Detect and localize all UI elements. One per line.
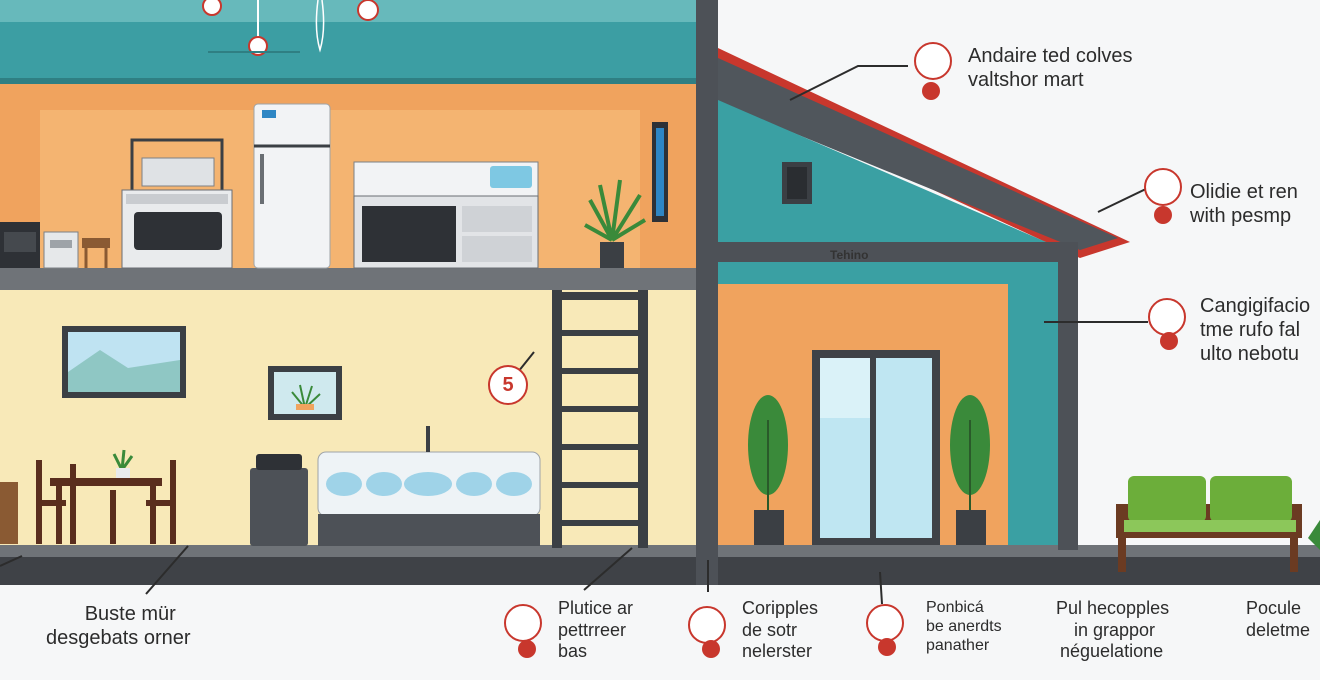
callout-right-1: Andaire ted colves valtshor mart (968, 45, 1133, 91)
landscape-painting (62, 326, 186, 398)
attic-beam (718, 242, 1078, 262)
bowl-icon (1148, 298, 1186, 336)
callout-badge-3 (1160, 332, 1178, 350)
foundation (0, 557, 1320, 585)
callout-bottom-3: Coripples de sotr nelerster (742, 598, 819, 662)
right-outer-wall (1058, 250, 1078, 550)
ceiling-badge-1 (202, 0, 222, 16)
tool-icon (914, 42, 952, 80)
callout-badge-1 (922, 82, 940, 100)
attic-tag: Tehino (830, 248, 869, 262)
toaster (43, 231, 79, 269)
attic-wall (718, 100, 1060, 248)
callout-badge-2 (1154, 206, 1172, 224)
divider-wall (696, 0, 718, 585)
small-appliance-dark (0, 222, 40, 268)
ceiling-badge-2 (357, 0, 379, 21)
leader-lines (0, 65, 1149, 605)
trash-bin (250, 454, 308, 546)
kitchen-plant (584, 179, 647, 268)
bowl-icon-2 (688, 606, 726, 644)
stove-oven (121, 138, 233, 269)
callout-bottom-5: Pul hecopples in grappor néguelatione (1056, 598, 1170, 662)
clock-icon (866, 604, 904, 642)
refrigerator (253, 103, 331, 269)
callout-bottom-1: Buste mür desgebats orner (46, 603, 191, 649)
green-sofa (1116, 476, 1302, 572)
ladder (552, 290, 648, 548)
step-5-marker: 5 (488, 365, 528, 405)
hanger-icon (1144, 168, 1182, 206)
plant-left (748, 395, 788, 545)
callout-right-2: Olidie et ren with pesmp (1190, 181, 1298, 227)
side-cabinet (0, 482, 18, 544)
upper-floor-slab (0, 268, 700, 290)
small-stool (82, 238, 110, 268)
plant-right (950, 395, 990, 545)
microwave-range (353, 161, 539, 269)
callout-bottom-2: Plutice ar pettrreer bas (558, 598, 634, 662)
callout-badge-4 (518, 640, 536, 658)
callout-badge-5 (702, 640, 720, 658)
top-teal-highlight (0, 0, 700, 22)
faucet-icon (504, 604, 542, 642)
callout-bottom-6: Pocule deletme (1246, 598, 1311, 640)
wall-tube-light (652, 122, 668, 222)
french-door (812, 350, 940, 545)
bathtub-unit (317, 426, 541, 546)
callout-bottom-4: Ponbicá be anerdts panather (926, 599, 1002, 655)
callout-badge-6 (878, 638, 896, 656)
small-painting (268, 366, 342, 420)
ground-floor-slab (0, 545, 1320, 557)
dining-set (36, 449, 176, 544)
callout-right-3: Cangigifacio tme rufo fal ulto nebotu (1200, 295, 1311, 365)
